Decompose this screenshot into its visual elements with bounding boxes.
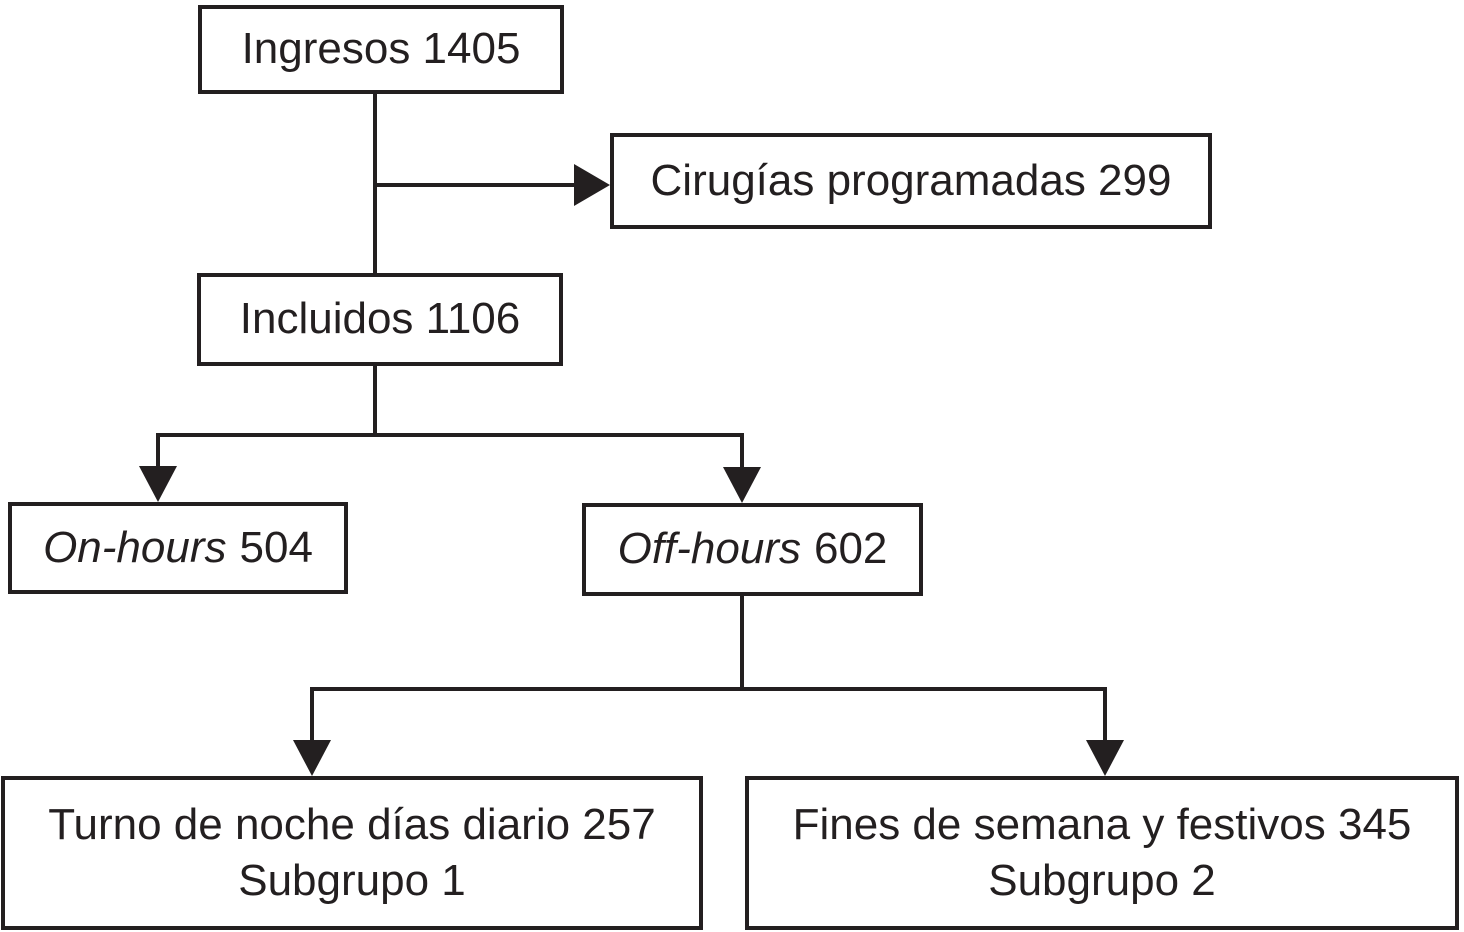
box-off-hours-value: 602 (813, 524, 888, 574)
box-on-hours-value: 504 (239, 522, 313, 572)
box-incluidos: Incluidos 1106 (197, 273, 563, 366)
box-on-hours-label: On-hours (43, 522, 227, 572)
box-ingresos-label: Ingresos 1405 (241, 24, 521, 74)
box-subgrupo-1: Turno de noche días diario 257 Subgrupo … (1, 776, 703, 930)
arrowhead-right-cirugias (574, 164, 610, 206)
box-incluidos-label: Incluidos 1106 (239, 294, 521, 344)
arrowhead-down-onhours (139, 466, 177, 502)
connector-to-cirugias (373, 183, 576, 187)
connector-branch-subgroups (310, 687, 1107, 691)
box-cirugias-programadas: Cirugías programadas 299 (610, 133, 1212, 229)
box-off-hours: Off-hours 602 (582, 503, 923, 596)
box-subgrupo-2: Fines de semana y festivos 345 Subgrupo … (745, 776, 1459, 930)
arrowhead-down-subgrupo2 (1086, 740, 1124, 776)
connector-drop-onhours (156, 435, 160, 468)
box-subgrupo-1-line1: Turno de noche días diario 257 (48, 799, 656, 849)
arrowhead-down-offhours (723, 467, 761, 503)
box-off-hours-label: Off-hours (617, 524, 801, 574)
box-ingresos: Ingresos 1405 (198, 5, 564, 94)
arrowhead-down-subgrupo1 (293, 740, 331, 776)
connector-drop-subgrupo2 (1103, 689, 1107, 742)
connector-drop-offhours (740, 435, 744, 468)
box-subgrupo-2-line1: Fines de semana y festivos 345 (792, 799, 1412, 849)
box-on-hours: On-hours 504 (8, 502, 348, 594)
box-subgrupo-1-line2: Subgrupo 1 (238, 856, 466, 905)
box-subgrupo-2-line2: Subgrupo 2 (988, 856, 1216, 905)
box-cirugias-label: Cirugías programadas 299 (650, 155, 1172, 205)
connector-incluidos-down (373, 366, 377, 435)
connector-branch-hours (156, 433, 744, 437)
connector-drop-subgrupo1 (310, 689, 314, 742)
connector-offhours-down (740, 596, 744, 691)
